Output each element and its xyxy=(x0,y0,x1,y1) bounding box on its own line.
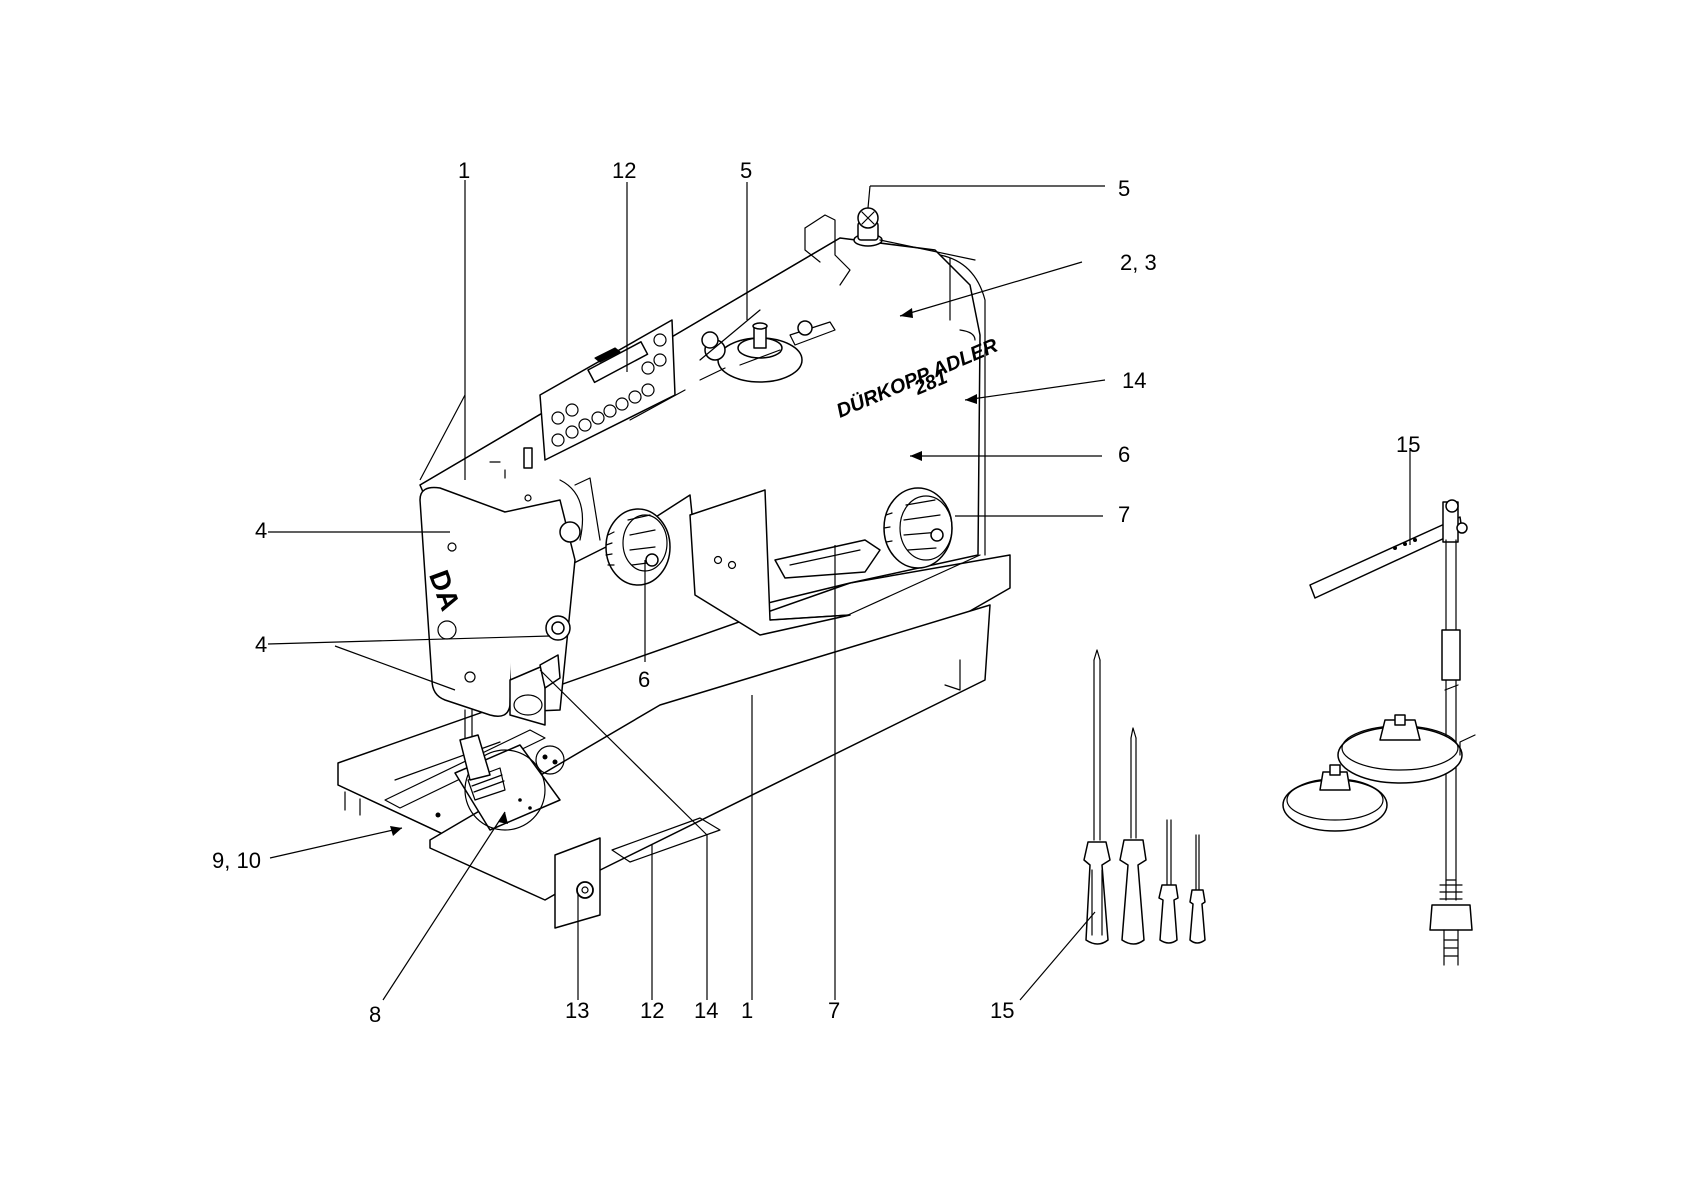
screwdriver-small xyxy=(1159,820,1178,943)
thread-stand xyxy=(1283,500,1475,965)
label-4-lower: 4 xyxy=(255,632,267,657)
label-15-bottom: 15 xyxy=(990,998,1014,1023)
label-6-mid: 6 xyxy=(638,667,650,692)
label-9-10: 9, 10 xyxy=(212,848,261,873)
thread-tension-knob-top xyxy=(854,208,882,246)
label-2-3: 2, 3 xyxy=(1120,250,1157,275)
label-12-bottom: 12 xyxy=(640,998,664,1023)
stitch-length-dial-right xyxy=(884,488,952,568)
label-14-bottom: 14 xyxy=(694,998,718,1023)
threaded-base-rod xyxy=(1430,880,1472,965)
screwdriver-set xyxy=(1084,650,1205,944)
screwdriver-mini xyxy=(1190,835,1205,943)
label-5-top: 5 xyxy=(740,158,752,183)
label-8: 8 xyxy=(369,1002,381,1027)
label-7-bottom: 7 xyxy=(828,998,840,1023)
label-7-right: 7 xyxy=(1118,502,1130,527)
stitch-length-dial-left xyxy=(606,509,670,585)
spool-holder-right xyxy=(1338,715,1475,783)
label-15-top: 15 xyxy=(1396,432,1420,457)
label-13: 13 xyxy=(565,998,589,1023)
label-1-bottom: 1 xyxy=(741,998,753,1023)
screwdriver-large xyxy=(1084,650,1110,944)
label-6-right: 6 xyxy=(1118,442,1130,467)
label-4-upper: 4 xyxy=(255,518,267,543)
label-5-right: 5 xyxy=(1118,176,1130,201)
label-12-top: 12 xyxy=(612,158,636,183)
screwdriver-medium xyxy=(1120,728,1146,944)
label-1-top: 1 xyxy=(458,158,470,183)
label-14-right: 14 xyxy=(1122,368,1146,393)
